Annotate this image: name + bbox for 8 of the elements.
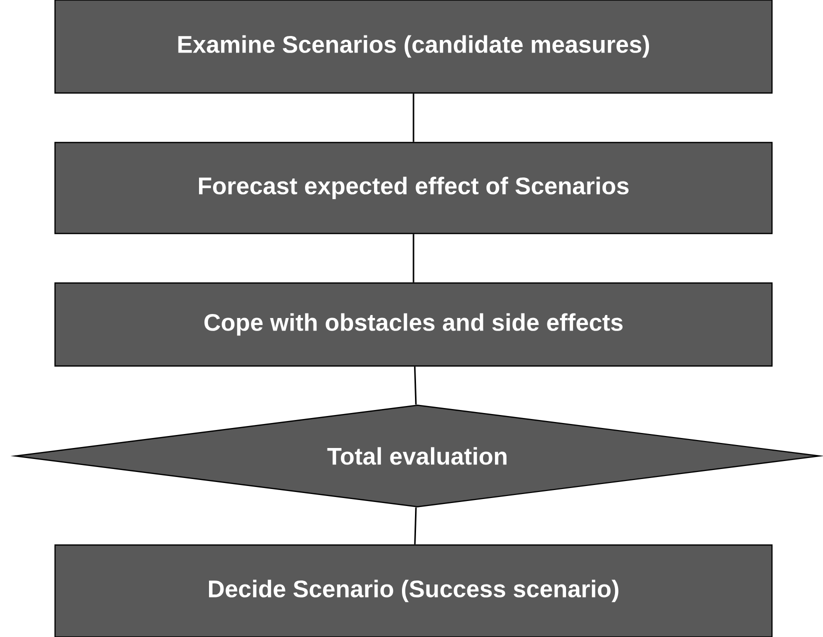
process-box: Examine Scenarios (candidate measures) <box>54 0 773 94</box>
connector-line <box>412 234 414 282</box>
process-box: Cope with obstacles and side effects <box>54 282 773 367</box>
connector-line <box>412 94 414 142</box>
connector-line <box>414 366 417 405</box>
process-box: Forecast expected effect of Scenarios <box>54 142 773 234</box>
process-box: Decide Scenario (Success scenario) <box>54 544 773 637</box>
connector-line <box>414 507 417 544</box>
